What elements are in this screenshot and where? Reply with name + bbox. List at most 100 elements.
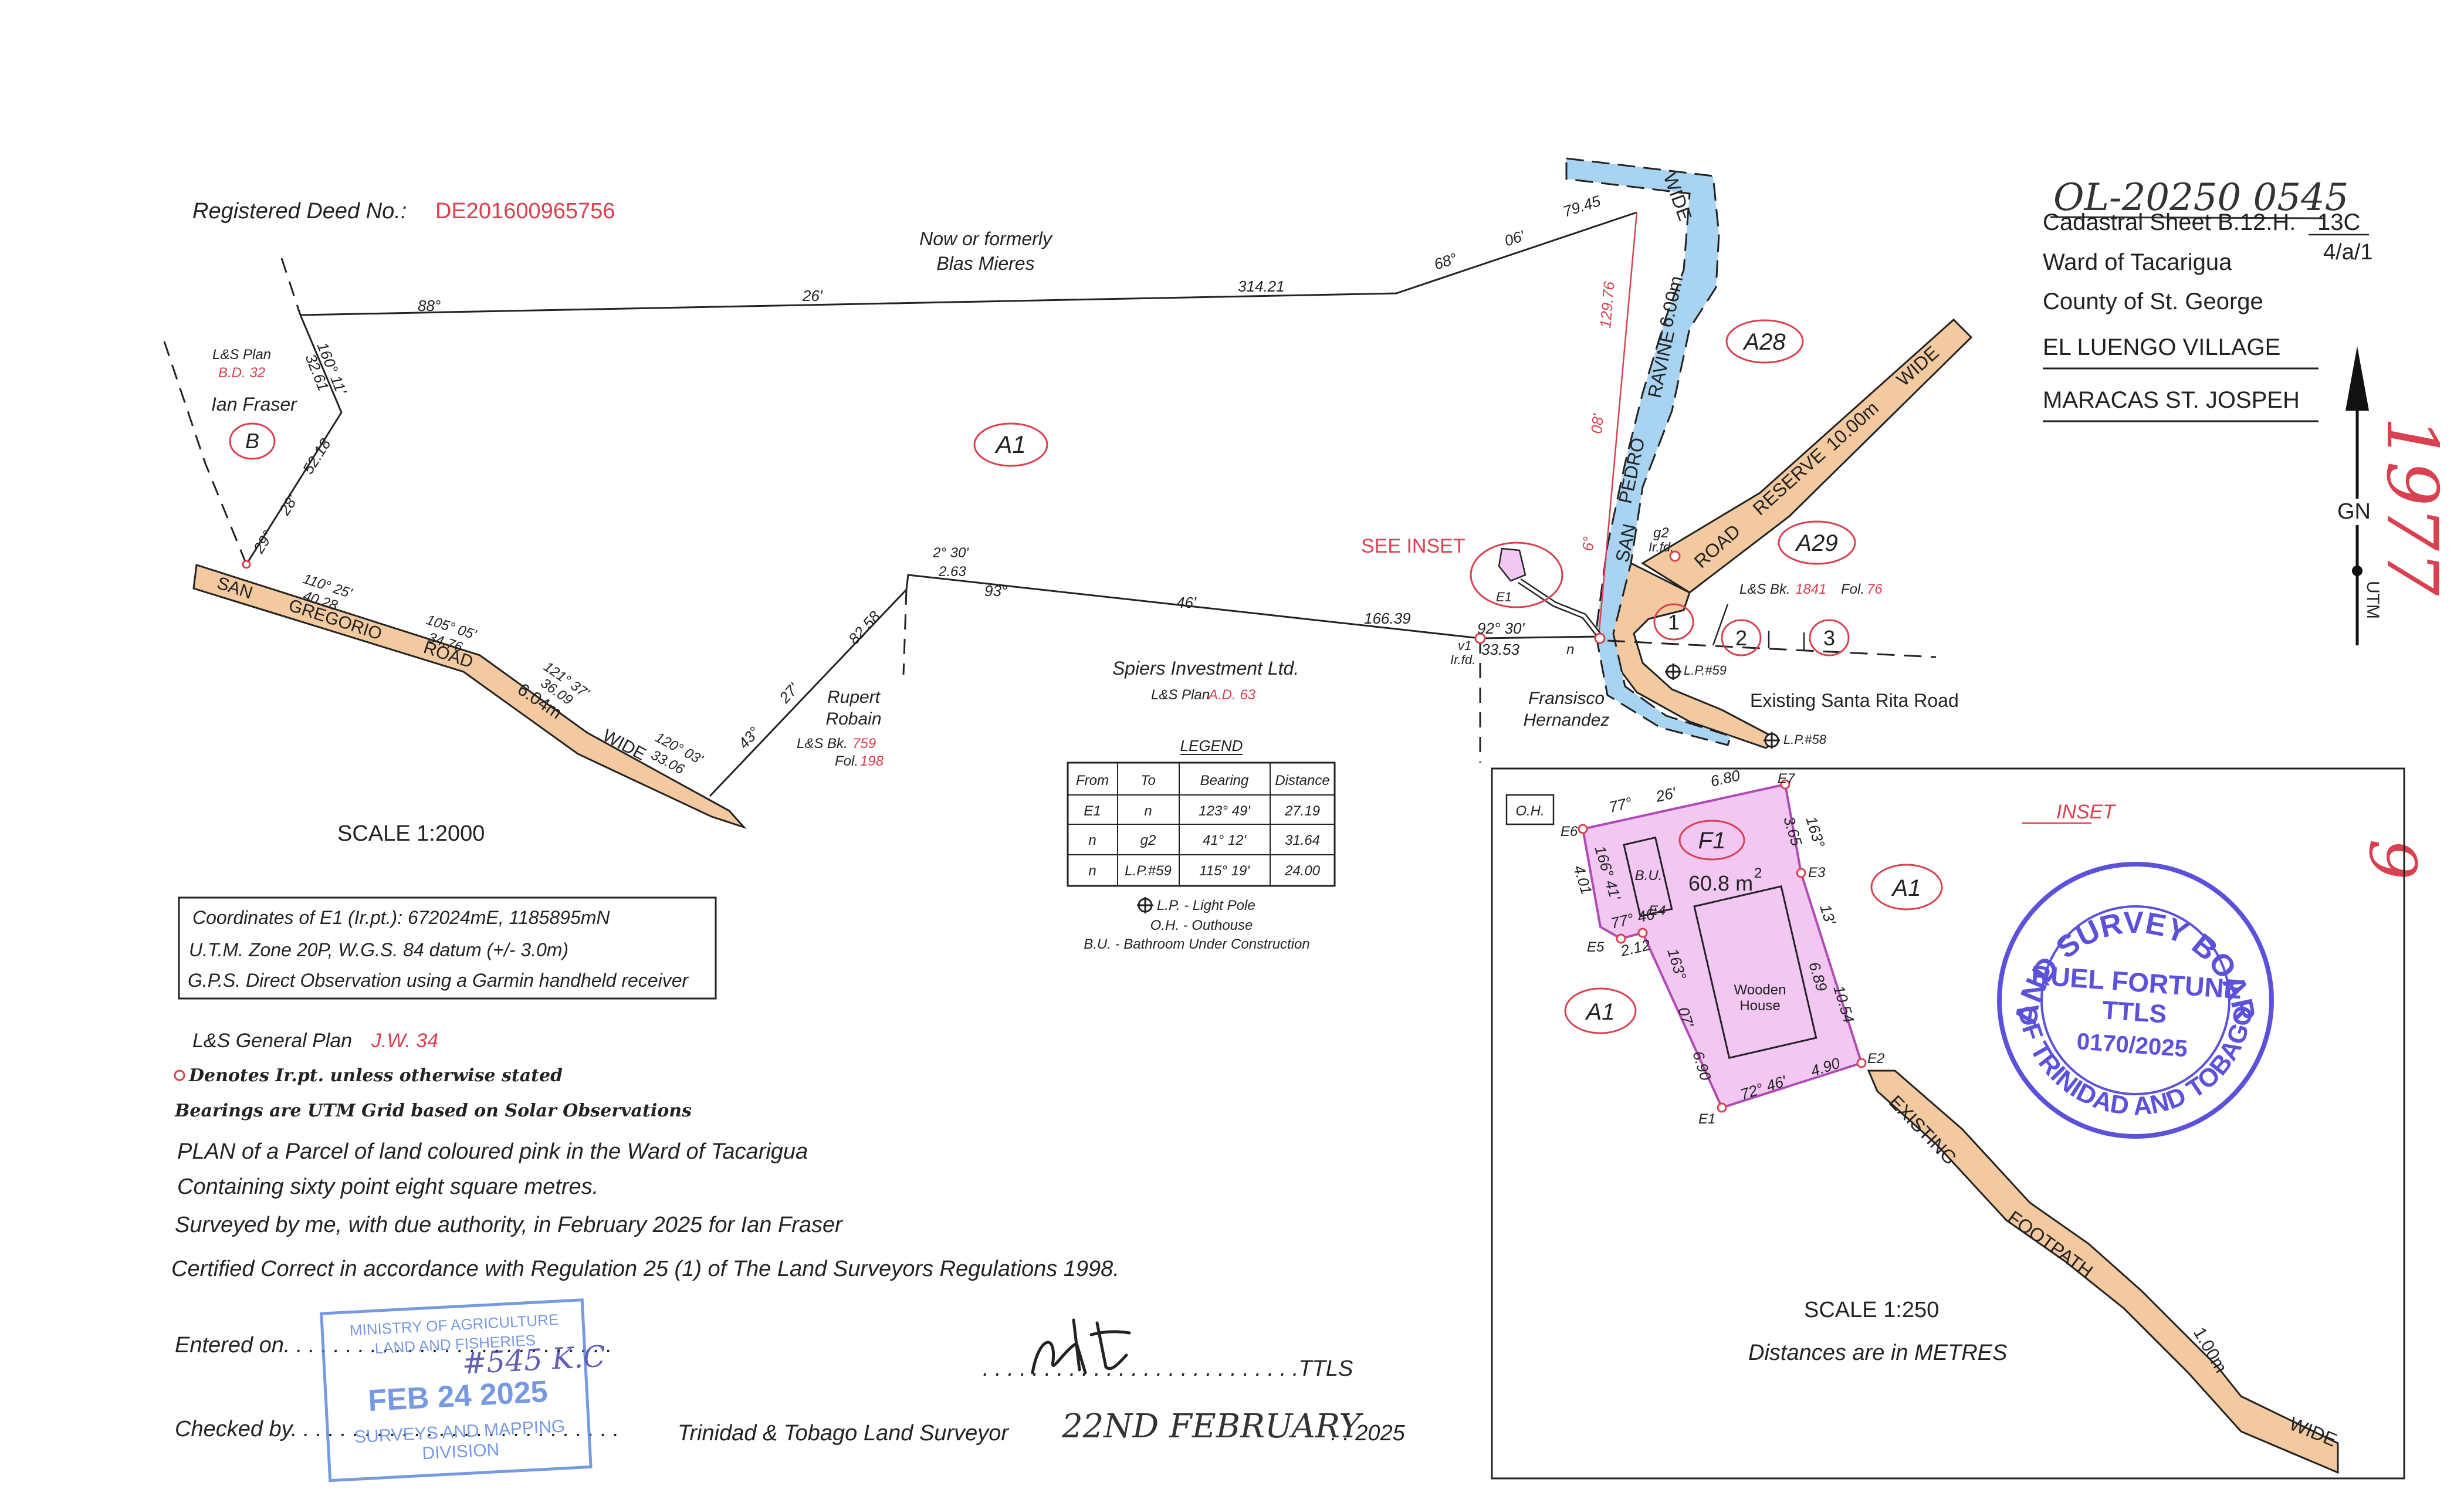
a29-fol76: 76 bbox=[1867, 581, 1883, 597]
legend-key-lp: L.P. - Light Pole bbox=[1157, 898, 1255, 913]
a29-bk1841: 1841 bbox=[1795, 581, 1826, 597]
parcel-a1-label: A1 bbox=[994, 431, 1025, 458]
ministry-date: FEB 24 2025 bbox=[367, 1375, 549, 1418]
inset-d680: 6.80 bbox=[1709, 766, 1742, 790]
dim-68: 68° bbox=[1432, 249, 1460, 273]
inset-d13: 13' bbox=[1816, 902, 1839, 927]
spiers-lsplan: L&S Plan bbox=[1151, 687, 1210, 703]
light-pole-58-icon bbox=[1764, 732, 1780, 749]
point-n: n bbox=[1566, 642, 1574, 658]
legend-r1-from: E1 bbox=[1084, 803, 1101, 819]
parcel-a1-boundary bbox=[300, 211, 1637, 316]
point-g2-irfd: Ir.fd. bbox=[1649, 540, 1674, 554]
lot-3-ellipse bbox=[1809, 619, 1850, 656]
parcel-a28-label: A28 bbox=[1742, 329, 1786, 355]
legend: LEGEND From To Bearing Distance E1 n 123… bbox=[1067, 737, 1336, 952]
rupert-bk759: 759 bbox=[852, 736, 876, 752]
cadastral-sheet: Cadastral Sheet B.12.H. bbox=[2043, 209, 2296, 235]
ministry-code: #545 K.C bbox=[461, 1339, 606, 1381]
legend-r2-distance: 31.64 bbox=[1285, 832, 1320, 848]
file-ref-underline bbox=[2050, 216, 2324, 219]
side-number: 1977 bbox=[2371, 417, 2452, 596]
legend-r3-to: L.P.#59 bbox=[1125, 863, 1172, 879]
owner-blas-2: Blas Mieres bbox=[936, 253, 1034, 274]
lot-1-label: 1 bbox=[1668, 610, 1680, 634]
marker-g2 bbox=[1669, 550, 1681, 562]
irpt-symbol-icon bbox=[174, 1069, 185, 1081]
a29-fol: Fol. bbox=[1841, 581, 1864, 597]
lot-2-ellipse bbox=[1721, 619, 1762, 656]
dim-9230: 92° 30' bbox=[1477, 620, 1525, 637]
label-lp58: L.P.#58 bbox=[1783, 732, 1827, 747]
board-number: 0170/2025 bbox=[2076, 1028, 2188, 1062]
point-v1: v1 bbox=[1458, 638, 1471, 653]
utm-label: UTM bbox=[2363, 581, 2382, 619]
checked-by: Checked by. . . . . . . . . . . . . . . … bbox=[175, 1417, 619, 1441]
ministry-stamp: MINISTRY OF AGRICULTURE LAND AND FISHERI… bbox=[320, 1298, 606, 1483]
bd32: B.D. 32 bbox=[218, 365, 265, 381]
wooden-house-outline bbox=[1693, 885, 1817, 1060]
marker-n bbox=[1594, 632, 1606, 644]
point-g2: g2 bbox=[1653, 525, 1669, 541]
legend-r3-from: n bbox=[1088, 863, 1096, 879]
lot-1-2-divider bbox=[1712, 604, 1729, 646]
sign-year: . . 2025 bbox=[1331, 1421, 1406, 1446]
dim-08: 08' bbox=[1588, 412, 1607, 434]
corner-e3 bbox=[1796, 868, 1806, 878]
dim-5218: 52.18 bbox=[299, 435, 334, 478]
legend-r2-bearing: 41° 12' bbox=[1203, 832, 1247, 848]
dim-8258: 82.58 bbox=[845, 607, 884, 648]
corner-e6 bbox=[1578, 824, 1588, 834]
spiers-ad63: A.D. 63 bbox=[1207, 687, 1256, 703]
area-name: MARACAS ST. JOSPEH bbox=[2043, 387, 2300, 413]
parcel-f1-ellipse bbox=[1678, 820, 1745, 861]
board-title: TTLS bbox=[2101, 996, 2168, 1029]
note-surveyed: Surveyed by me, with due authority, in F… bbox=[175, 1213, 843, 1237]
corner-e4-label: E4 bbox=[1649, 903, 1666, 919]
outhouse-label: O.H. bbox=[1515, 803, 1544, 819]
owner-rupert-1: Rupert bbox=[827, 688, 881, 707]
light-pole-legend-icon bbox=[1137, 897, 1153, 913]
surveyor-signature bbox=[1031, 1318, 1131, 1375]
owner-ian: Ian Fraser bbox=[211, 394, 297, 415]
note-plan: PLAN of a Parcel of land coloured pink i… bbox=[177, 1139, 808, 1164]
sign-date: 22ND FEBRUARY bbox=[1061, 1407, 1363, 1446]
light-pole-59-icon bbox=[1665, 664, 1681, 680]
access-path-inner bbox=[1518, 579, 1600, 636]
dim-46: 46' bbox=[1176, 594, 1197, 611]
bathroom-label: B.U. bbox=[1635, 868, 1663, 884]
dim-6: 6° bbox=[1579, 536, 1597, 551]
mini-parcel-icon bbox=[1498, 547, 1527, 582]
corner-e1-label: E1 bbox=[1698, 1111, 1715, 1127]
parcel-a1-ellipse bbox=[973, 422, 1048, 467]
parcel-f1-label: F1 bbox=[1698, 828, 1726, 854]
coords-box bbox=[178, 896, 717, 1000]
dim-7945: 79.45 bbox=[1561, 192, 1603, 221]
rupert-dashed bbox=[902, 589, 908, 675]
parcel-b-ellipse bbox=[229, 422, 276, 460]
deed-label: Registered Deed No.: bbox=[192, 199, 407, 224]
inset-a1b-ellipse bbox=[1564, 987, 1637, 1034]
see-inset-circle bbox=[1470, 541, 1563, 608]
point-v1-irfd: Ir.fd. bbox=[1450, 652, 1475, 667]
note-irpt: Denotes Ir.pt. unless otherwise stated bbox=[188, 1065, 563, 1086]
corner-e2 bbox=[1856, 1058, 1867, 1068]
corner-e5 bbox=[1616, 933, 1626, 944]
lot-1-ellipse bbox=[1653, 603, 1694, 641]
owner-fransisco-2: Hernandez bbox=[1524, 710, 1610, 730]
existing-footpath bbox=[1867, 1069, 2339, 1474]
ravine-offset-line bbox=[1597, 212, 1638, 637]
inset-a1b-label: A1 bbox=[1585, 999, 1615, 1025]
dim-88: 88° bbox=[418, 297, 441, 314]
county: County of St. George bbox=[2043, 289, 2263, 314]
corner-e3-label: E3 bbox=[1808, 865, 1826, 881]
north-arrow-icon bbox=[2345, 346, 2369, 645]
dim-12976: 129.76 bbox=[1596, 280, 1618, 329]
entered-on: Entered on. . . . . . . . . . . . . . . … bbox=[175, 1333, 612, 1358]
parcel-f1-area-sup: 2 bbox=[1754, 865, 1762, 881]
rupert-boundary bbox=[709, 574, 1600, 797]
santa-rita-label: Existing Santa Rita Road bbox=[1750, 690, 1959, 711]
dim-26: 26' bbox=[802, 287, 823, 304]
lots-dashed bbox=[1607, 639, 1937, 658]
